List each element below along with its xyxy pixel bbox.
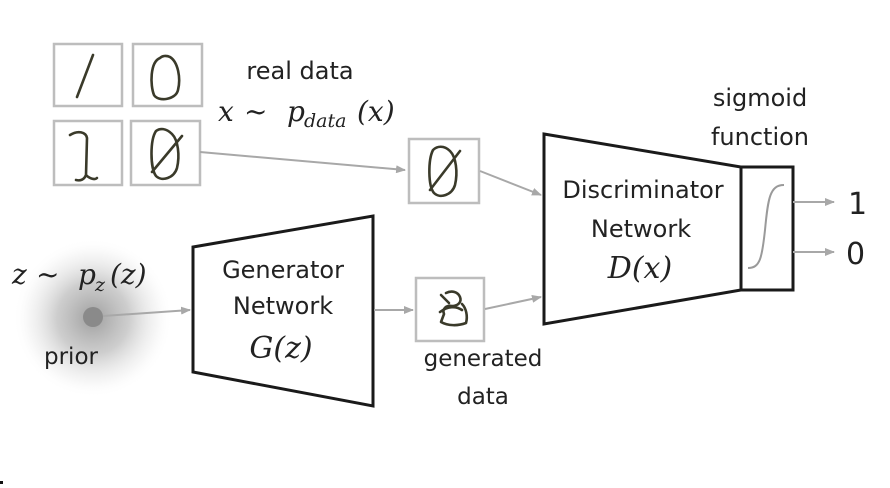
formula-tilde: ~ xyxy=(244,95,267,128)
sample-digit-one-b xyxy=(52,119,124,187)
sigmoid-box xyxy=(739,165,795,292)
prior-to-generator-arrow xyxy=(102,306,191,317)
discriminator-network: Discriminator Network D(x) xyxy=(542,132,743,326)
generated-label-line2: data xyxy=(457,384,509,410)
formula-p: p xyxy=(287,95,305,128)
formula-tilde: ~ xyxy=(36,258,59,291)
stray-dot xyxy=(0,481,3,484)
generator-label-line2: Network xyxy=(233,292,333,320)
sigmoid-label-line2: function xyxy=(711,123,809,151)
sample-digit-one-a xyxy=(52,42,124,108)
formula-p: p xyxy=(78,258,96,291)
generator-shape xyxy=(191,214,375,408)
formula-x: x xyxy=(218,95,234,128)
sigmoid-curve-icon xyxy=(747,184,785,269)
sigmoid-function-box xyxy=(739,165,795,292)
digit-one-stroke xyxy=(68,130,99,182)
real-data-label: real data xyxy=(246,57,353,85)
generator-network: Generator Network G(z) xyxy=(191,214,375,408)
formula-arg: (x) xyxy=(357,95,395,128)
output-one-label: 1 xyxy=(848,187,867,222)
generator-label-line1: Generator xyxy=(222,256,344,284)
digit-one-stroke xyxy=(75,53,95,99)
prior-label: prior xyxy=(44,344,99,370)
selected-real-sample xyxy=(407,137,481,205)
generated-to-discriminator-arrow xyxy=(484,294,542,310)
prior-sample-dot xyxy=(83,307,103,327)
generator-function: G(z) xyxy=(249,331,312,366)
digit-zero-slashed-stroke xyxy=(150,127,184,181)
discriminator-function: D(x) xyxy=(607,251,672,286)
generated-sample xyxy=(414,276,486,343)
output-zero-label: 0 xyxy=(846,237,865,272)
prior-formula: z ~ p z (z) xyxy=(11,258,147,296)
real-sample-to-discriminator-arrow xyxy=(479,170,542,196)
formula-sub-data: data xyxy=(304,110,346,132)
discriminator-label-line1: Discriminator xyxy=(562,176,723,204)
digit-zero-stroke xyxy=(150,54,181,101)
formula-sub-z: z xyxy=(94,274,106,296)
real-data-formula: x ~ p data (x) xyxy=(218,95,395,132)
formula-arg: (z) xyxy=(110,258,147,291)
generated-label-line1: generated xyxy=(424,346,543,372)
sigmoid-label-line1: sigmoid xyxy=(713,84,807,112)
prior-distribution xyxy=(13,238,173,398)
real-to-sample-arrow xyxy=(199,151,406,174)
formula-z: z xyxy=(11,258,27,291)
generated-scribble-stroke xyxy=(438,290,469,327)
sample-digit-zero-a xyxy=(131,42,204,108)
discriminator-label-line2: Network xyxy=(591,215,691,243)
sample-digit-zero-b xyxy=(129,119,202,187)
real-data-samples xyxy=(52,42,204,187)
digit-zero-slashed-stroke xyxy=(428,145,462,198)
